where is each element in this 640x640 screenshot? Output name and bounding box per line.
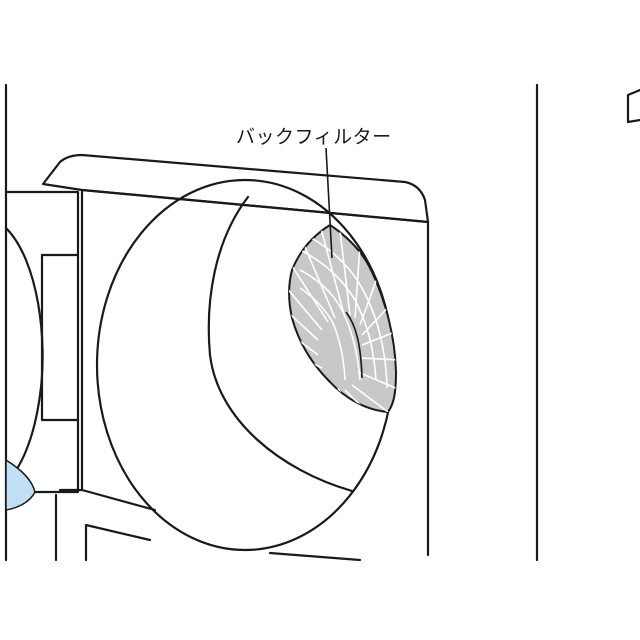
lower-base <box>54 488 362 562</box>
open-door <box>4 190 80 494</box>
back-filter-callout-label: バックフィルター <box>236 126 392 148</box>
blue-accent <box>5 458 36 511</box>
drum-interior-edge <box>207 195 354 493</box>
front-body <box>80 188 430 557</box>
callout-leader-line <box>325 147 333 259</box>
back-filter <box>288 223 398 414</box>
partial-shape <box>626 88 640 124</box>
top-panel <box>41 153 430 224</box>
